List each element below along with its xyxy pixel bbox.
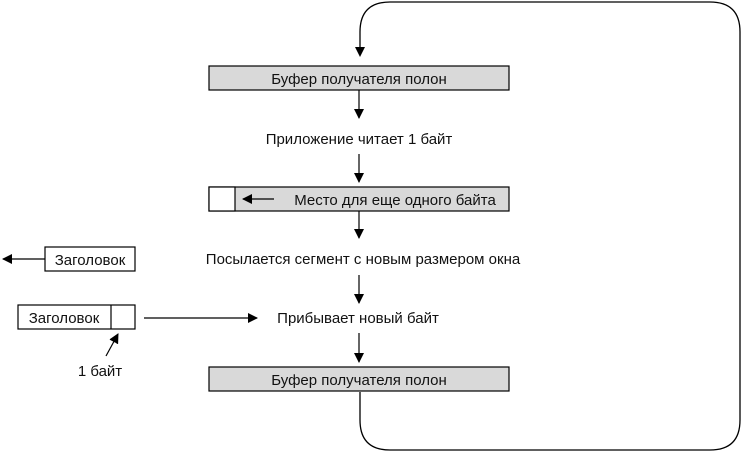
arrow-one-byte — [105, 333, 119, 357]
header-out-box — [44, 246, 136, 272]
one-byte-label: 1 байт — [78, 363, 122, 380]
header-in-box — [17, 304, 136, 330]
room-label: Место для еще одного байта — [294, 192, 496, 209]
buffer-full-label-top: Буфер получателя полон — [271, 71, 447, 88]
loop-back-line — [355, 1, 741, 451]
byte-arrives-label: Прибывает новый байт — [277, 310, 439, 327]
buffer-full-box-bottom — [208, 366, 510, 392]
segment-sent-label: Посылается сегмент с новым размером окна — [206, 251, 521, 268]
empty-byte-slot — [208, 186, 236, 212]
app-reads-label: Приложение читает 1 байт — [266, 131, 453, 148]
buffer-full-label-bottom: Буфер получателя полон — [271, 372, 447, 389]
header-out-label: Заголовок — [55, 252, 126, 269]
header-in-label: Заголовок — [29, 310, 100, 327]
